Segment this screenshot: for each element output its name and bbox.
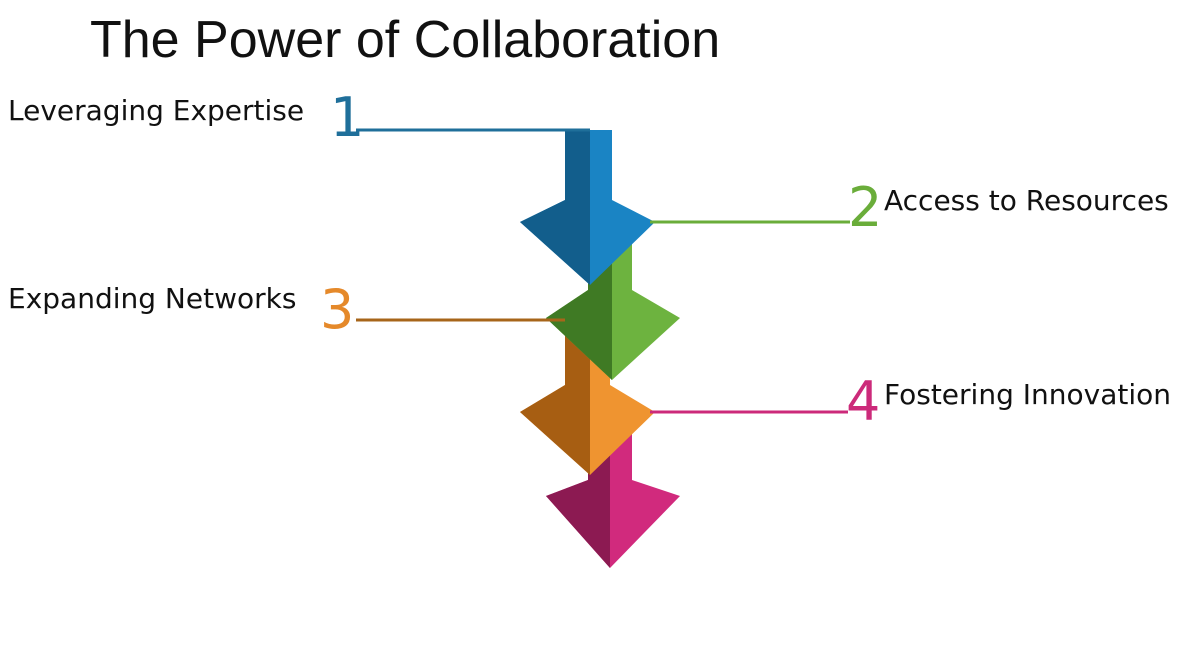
arrow-1 <box>520 130 655 285</box>
step-4-label: Fostering Innovation <box>884 378 1171 411</box>
page-title: The Power of Collaboration <box>90 11 721 69</box>
step-4-number: 4 <box>846 370 881 433</box>
step-1-label: Leveraging Expertise <box>8 94 305 127</box>
step-2-label: Access to Resources <box>884 184 1169 217</box>
step-3-label: Expanding Networks <box>8 282 297 315</box>
step-1-number: 1 <box>330 86 365 149</box>
step-3-number: 3 <box>320 278 355 341</box>
arrow-3 <box>520 330 655 475</box>
step-2-number: 2 <box>848 176 883 239</box>
